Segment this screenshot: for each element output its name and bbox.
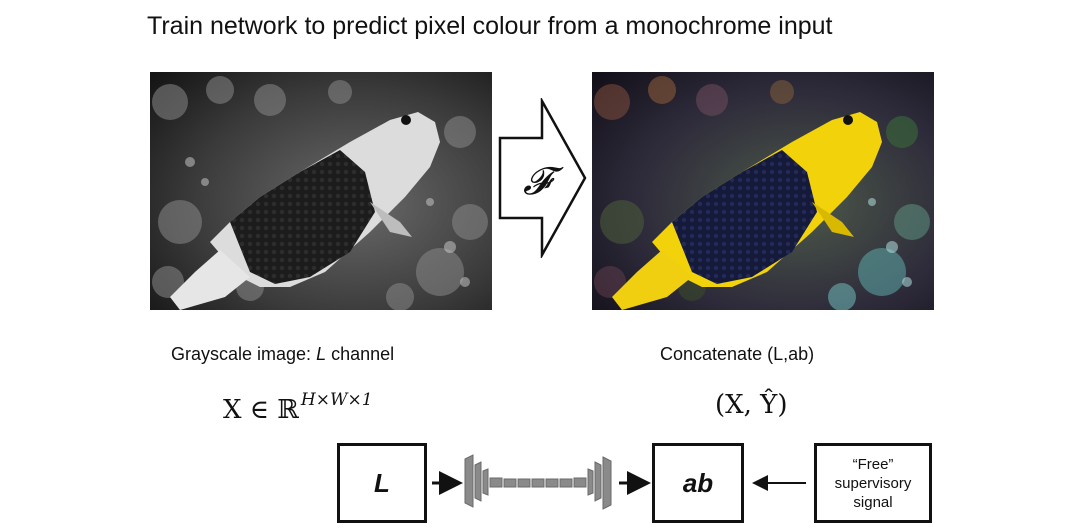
cnn-icon: [464, 454, 612, 510]
signal-line-2: supervisory: [834, 474, 912, 492]
concatenate-caption: Concatenate (L,ab): [660, 344, 815, 364]
network-flow: [432, 454, 651, 510]
grayscale-fish-image: [150, 72, 492, 310]
signal-line-1: “Free”: [852, 455, 894, 473]
signal-line-3: signal: [853, 493, 893, 511]
output-math-expression: (X, Ŷ): [715, 390, 788, 420]
grayscale-caption-suffix: channel: [326, 344, 395, 364]
output-ab-box: ab: [652, 443, 744, 523]
slide-title: Train network to predict pixel colour fr…: [147, 12, 833, 40]
free-supervisory-signal-box: “Free” supervisory signal: [814, 443, 932, 523]
supervision-arrow: [752, 475, 806, 491]
colorized-fish-image: [592, 72, 934, 310]
input-L-box: L: [337, 443, 427, 523]
grayscale-caption-prefix: Grayscale image:: [171, 344, 317, 364]
input-math-base: X ∈ ℝ: [223, 395, 299, 425]
grayscale-caption: Grayscale image: L channel: [171, 344, 394, 365]
grayscale-caption-channel: L: [316, 344, 327, 364]
function-arrow: 𝓕: [498, 98, 587, 258]
input-math-dimensions: H×W×1: [300, 390, 373, 410]
